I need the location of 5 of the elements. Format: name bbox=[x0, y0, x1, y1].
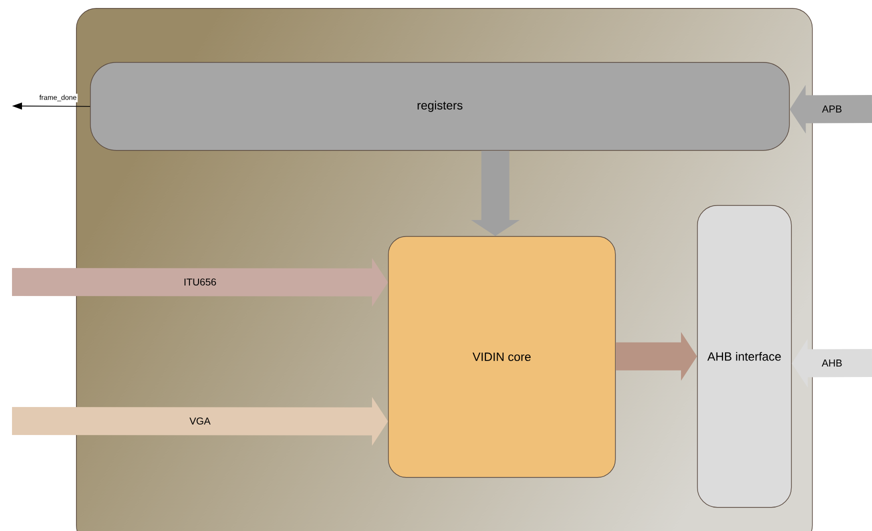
block-frame bbox=[76, 8, 813, 531]
interface-block: AHB interface bbox=[697, 205, 792, 508]
edge-label: AHB bbox=[820, 358, 844, 368]
edge-label: APB bbox=[821, 104, 844, 114]
core-block: VIDIN core bbox=[388, 236, 616, 478]
